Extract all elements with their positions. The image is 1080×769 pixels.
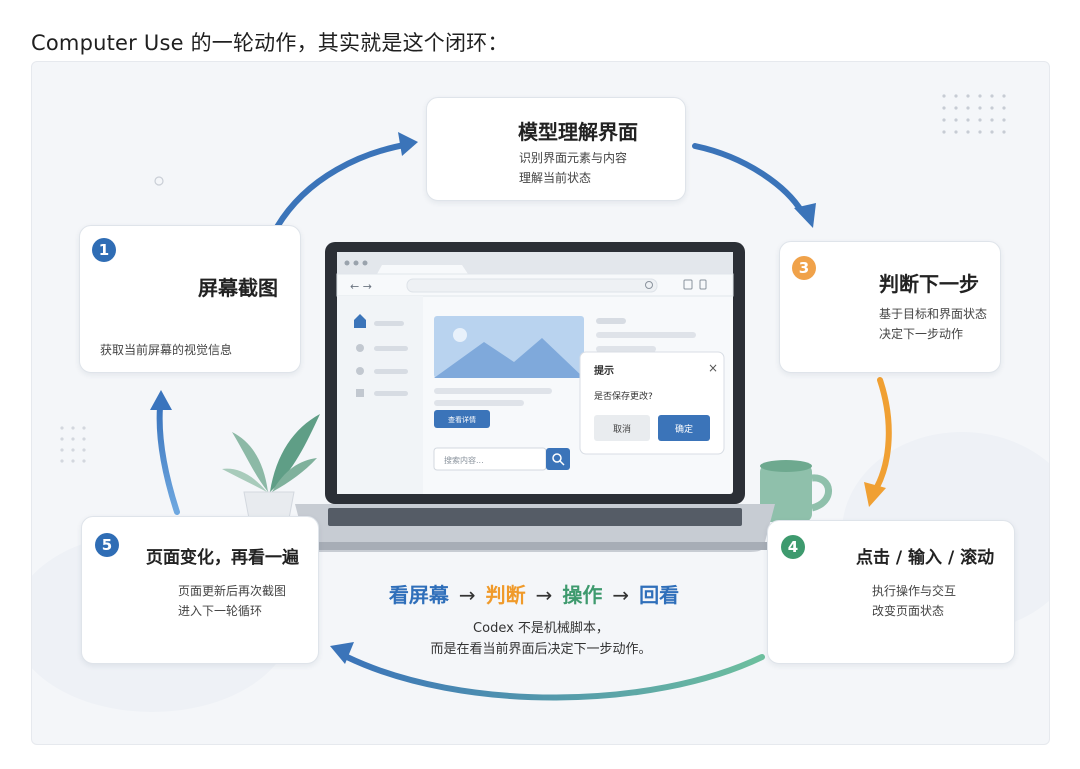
arrow-head: [794, 203, 816, 228]
bg-dot: [942, 118, 946, 122]
dialog-message: 是否保存更改?: [594, 390, 653, 402]
step-desc-line: 改变页面状态: [872, 604, 945, 618]
bg-dot: [71, 448, 75, 452]
step-desc-line: 理解当前状态: [519, 171, 592, 185]
flow-arrow: →: [612, 583, 630, 607]
step-desc-line: 执行操作与交互: [872, 584, 957, 598]
bg-dot: [82, 426, 86, 430]
flow-arrow: →: [535, 583, 553, 607]
flow-item-review: 回看: [639, 583, 680, 607]
bg-dot: [154, 176, 164, 186]
bg-dot: [60, 437, 64, 441]
bg-dot: [954, 130, 958, 134]
bg-dot: [1002, 94, 1006, 98]
page-heading: Computer Use 的一轮动作，其实就是这个闭环：: [31, 31, 509, 55]
bg-dot: [990, 106, 994, 110]
laptop-illustration: ← → 查看详情: [295, 242, 775, 552]
bg-dot: [978, 94, 982, 98]
bg-dot: [82, 459, 86, 463]
bg-dot: [82, 448, 86, 452]
arrow-2-to-3: [692, 143, 805, 215]
step-desc-line: 页面更新后再次截图: [178, 584, 287, 598]
bg-dot: [954, 106, 958, 110]
bg-dot: [60, 459, 64, 463]
bg-dot: [966, 106, 970, 110]
bg-dot: [954, 94, 958, 98]
dialog-cancel-button: [594, 415, 650, 441]
arrow-head: [330, 642, 354, 664]
bg-dot: [954, 118, 958, 122]
flow-item-look: 看屏幕: [388, 583, 449, 607]
dialog-cancel-label: 取消: [613, 423, 631, 435]
bg-dot: [60, 426, 64, 430]
bg-dot: [966, 130, 970, 134]
arrow-head: [398, 132, 418, 156]
screen-search-placeholder: 搜索内容...: [444, 455, 484, 465]
bg-dot: [1002, 106, 1006, 110]
flow-item-operate: 操作: [562, 583, 603, 607]
step-title: 屏幕截图: [198, 276, 278, 300]
bg-dot: [71, 437, 75, 441]
bg-dot: [71, 459, 75, 463]
diagram-illustration: ← → 查看详情: [32, 94, 1049, 712]
flow-arrow: →: [458, 583, 476, 607]
arrow-5-to-1: [156, 404, 180, 515]
step-title: 模型理解界面: [518, 120, 638, 144]
summary-note-line: Codex 不是机械脚本，: [473, 621, 609, 636]
step-number-badge: 5: [95, 533, 119, 557]
arrow-1-to-2: [274, 141, 413, 230]
step-title: 判断下一步: [879, 272, 979, 296]
flow-summary: 看屏幕 → 判断 → 操作 → 回看: [334, 579, 734, 609]
dialog-close-icon: ×: [708, 361, 718, 375]
step-title: 页面变化，再看一遍: [146, 548, 299, 568]
bg-dot: [1002, 130, 1006, 134]
screen-details-label: 查看详情: [448, 415, 476, 424]
step-desc-line: 识别界面元素与内容: [519, 151, 628, 165]
summary-note-line: 而是在看当前界面后决定下一步动作。: [430, 642, 652, 657]
bg-dot: [942, 94, 946, 98]
step-card-act: 4 点击 / 输入 / 滚动 执行操作与交互 改变页面状态: [767, 520, 1015, 664]
screen-details-button: [434, 410, 490, 428]
bg-dot: [966, 94, 970, 98]
step-number-badge: 3: [792, 256, 816, 280]
dialog-confirm-button: [658, 415, 710, 441]
bg-dot: [990, 118, 994, 122]
bg-dot: [978, 130, 982, 134]
bg-dot: [942, 130, 946, 134]
step-desc-line: 获取当前屏幕的视觉信息: [100, 343, 233, 357]
arrow-head: [864, 482, 886, 507]
bg-dot: [942, 106, 946, 110]
bg-dot: [60, 448, 64, 452]
bg-dot: [990, 94, 994, 98]
step-number-badge: 1: [92, 238, 116, 262]
step-title: 点击 / 输入 / 滚动: [856, 548, 995, 568]
summary-note: Codex 不是机械脚本， 而是在看当前界面后决定下一步动作。: [361, 618, 721, 660]
step-card-screenshot: 1 屏幕截图 获取当前屏幕的视觉信息: [79, 225, 301, 373]
step-card-understand: 模型理解界面 识别界面元素与内容 理解当前状态: [426, 97, 686, 201]
dialog-confirm-label: 确定: [675, 423, 693, 435]
bg-dot: [966, 118, 970, 122]
step-desc-line: 基于目标和界面状态: [879, 307, 988, 321]
step-desc-line: 进入下一轮循环: [178, 604, 263, 618]
bg-dot: [990, 130, 994, 134]
bg-dot: [71, 426, 75, 430]
dot-grid-top-right: [942, 94, 1006, 134]
arrow-head: [150, 390, 172, 410]
diagram-canvas: ← → 查看详情: [31, 61, 1050, 745]
bg-dot: [1002, 118, 1006, 122]
flow-item-judge: 判断: [485, 583, 526, 607]
bg-dot: [978, 106, 982, 110]
bg-dot: [978, 118, 982, 122]
dialog-title: 提示: [594, 364, 614, 377]
arrow-4-to-5: [344, 654, 765, 701]
step-card-decide: 3 判断下一步 基于目标和界面状态 决定下一步动作: [779, 241, 1001, 373]
svg-text:← →: ← →: [350, 280, 372, 293]
step-card-recheck: 5 页面变化，再看一遍 页面更新后再次截图 进入下一轮循环: [81, 516, 319, 664]
dot-grid-left: [60, 426, 86, 463]
step-desc-line: 决定下一步动作: [879, 327, 964, 341]
step-number-badge: 4: [781, 535, 805, 559]
arrow-3-to-4: [874, 377, 892, 490]
bg-dot: [82, 437, 86, 441]
